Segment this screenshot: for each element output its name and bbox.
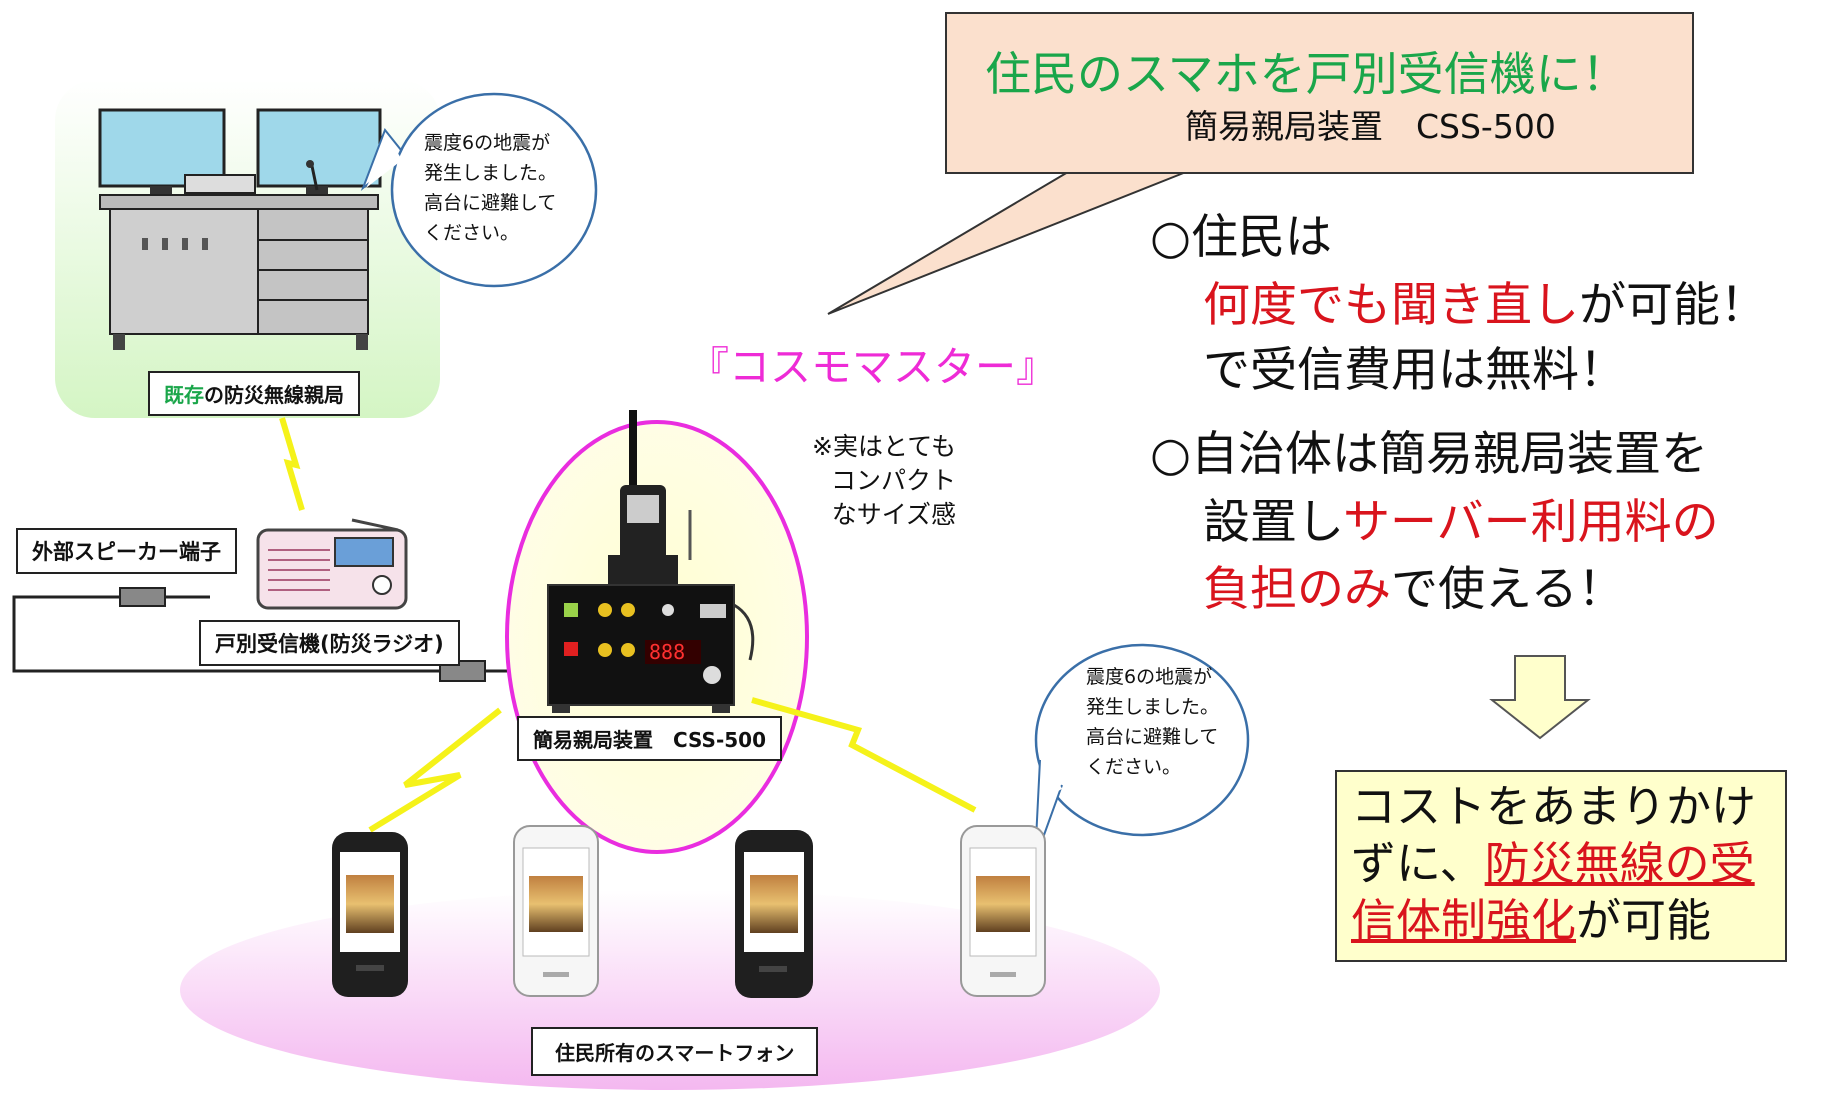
point2-line3-emphasis: 負担のみ [1203, 562, 1391, 617]
smartphones-label: 住民所有のスマートフォン [531, 1027, 819, 1076]
point1-line3: で受信費用は無料！ [1203, 343, 1626, 398]
radio-link-top [279, 417, 305, 511]
point2-line3: 負担のみで使える！ [1203, 560, 1625, 620]
smartphone-area-ellipse [180, 890, 1160, 1090]
right-bubble-text: 震度6の地震が 発生しました。 高台に避難して ください。 [1086, 662, 1219, 782]
bubble-line: 発生しました。 [1086, 696, 1220, 718]
conclusion-line2: ずに、防災無線の受 [1351, 835, 1771, 892]
smartphone-1 [332, 832, 408, 997]
conclusion-line1: コストをあまりかけ [1351, 780, 1757, 833]
point2-line2: 設置しサーバー利用料の [1203, 493, 1719, 553]
svg-text:888: 888 [649, 640, 685, 664]
household-radio-illustration [256, 518, 408, 610]
speaker-terminal-label: 外部スピーカー端子 [16, 528, 237, 574]
point2-line2-emphasis: サーバー利用料の [1343, 495, 1719, 550]
size-note-line: ※実はとても [812, 432, 956, 461]
headline-callout-box [945, 12, 1694, 174]
smartphone-2 [513, 825, 599, 997]
top-bubble-text: 震度6の地震が 発生しました。 高台に避難して ください。 [424, 128, 557, 248]
conclusion-line2-emphasis: 防災無線の受 [1484, 837, 1755, 890]
down-arrow [1489, 655, 1591, 740]
conclusion-line3-rest: が可能 [1576, 894, 1712, 947]
conclusion-line2-pre: ずに、 [1351, 837, 1485, 890]
conclusion-box: コストをあまりかけ ずに、防災無線の受 信体制強化が可能 [1335, 770, 1787, 962]
bubble-line: 震度6の地震が [1086, 666, 1213, 688]
point2-line2-black: 設置し [1203, 495, 1344, 550]
callout-pointer [827, 171, 1187, 315]
bubble-line: ください。 [424, 222, 520, 244]
callout-model: 簡易親局装置 CSS-500 [1185, 107, 1556, 146]
conclusion-line3-emphasis: 信体制強化 [1351, 894, 1577, 947]
bubble-line: 震度6の地震が [424, 132, 551, 154]
smartphone-3 [735, 830, 813, 998]
point1-line1: ○住民は [1150, 210, 1333, 265]
size-note: ※実はとても コンパクト なサイズ感 [812, 430, 956, 532]
radio-link-right [751, 697, 977, 813]
point1-line2-rest: が可能！ [1579, 278, 1767, 333]
callout-headline: 住民のスマホを戸別受信機に！ [985, 47, 1628, 101]
top-speech-bubble [360, 92, 598, 288]
point2-line1: ○自治体は簡易親局装置を [1150, 427, 1709, 482]
bubble-line: 発生しました。 [424, 162, 558, 184]
radio-link-left [368, 707, 502, 833]
bubble-line: ください。 [1086, 756, 1182, 778]
existing-rest: の防災無線親局 [204, 383, 344, 407]
point2-line3-rest: で使える！ [1391, 562, 1625, 617]
point1-line2: 何度でも聞き直しが可能！ [1203, 276, 1767, 336]
device-label: 簡易親局装置 CSS-500 [517, 716, 783, 761]
size-note-line: なサイズ感 [831, 500, 956, 529]
household-receiver-label: 戸別受信機(防災ラジオ) [199, 620, 460, 666]
css500-device-illustration: 888 [547, 410, 755, 713]
existing-station-label: 既存の防災無線親局 [148, 371, 360, 416]
existing-prefix: 既存 [164, 383, 204, 407]
product-name: 『コスモマスター』 [688, 343, 1057, 391]
smartphone-4 [960, 825, 1046, 997]
bubble-line: 高台に避難して [1086, 726, 1219, 748]
control-console-illustration [98, 108, 382, 350]
bubble-line: 高台に避難して [424, 192, 557, 214]
size-note-line: コンパクト [830, 466, 956, 495]
conclusion-line3: 信体制強化が可能 [1351, 892, 1771, 949]
point1-emphasis: 何度でも聞き直し [1203, 278, 1579, 333]
plug-top [119, 587, 166, 607]
